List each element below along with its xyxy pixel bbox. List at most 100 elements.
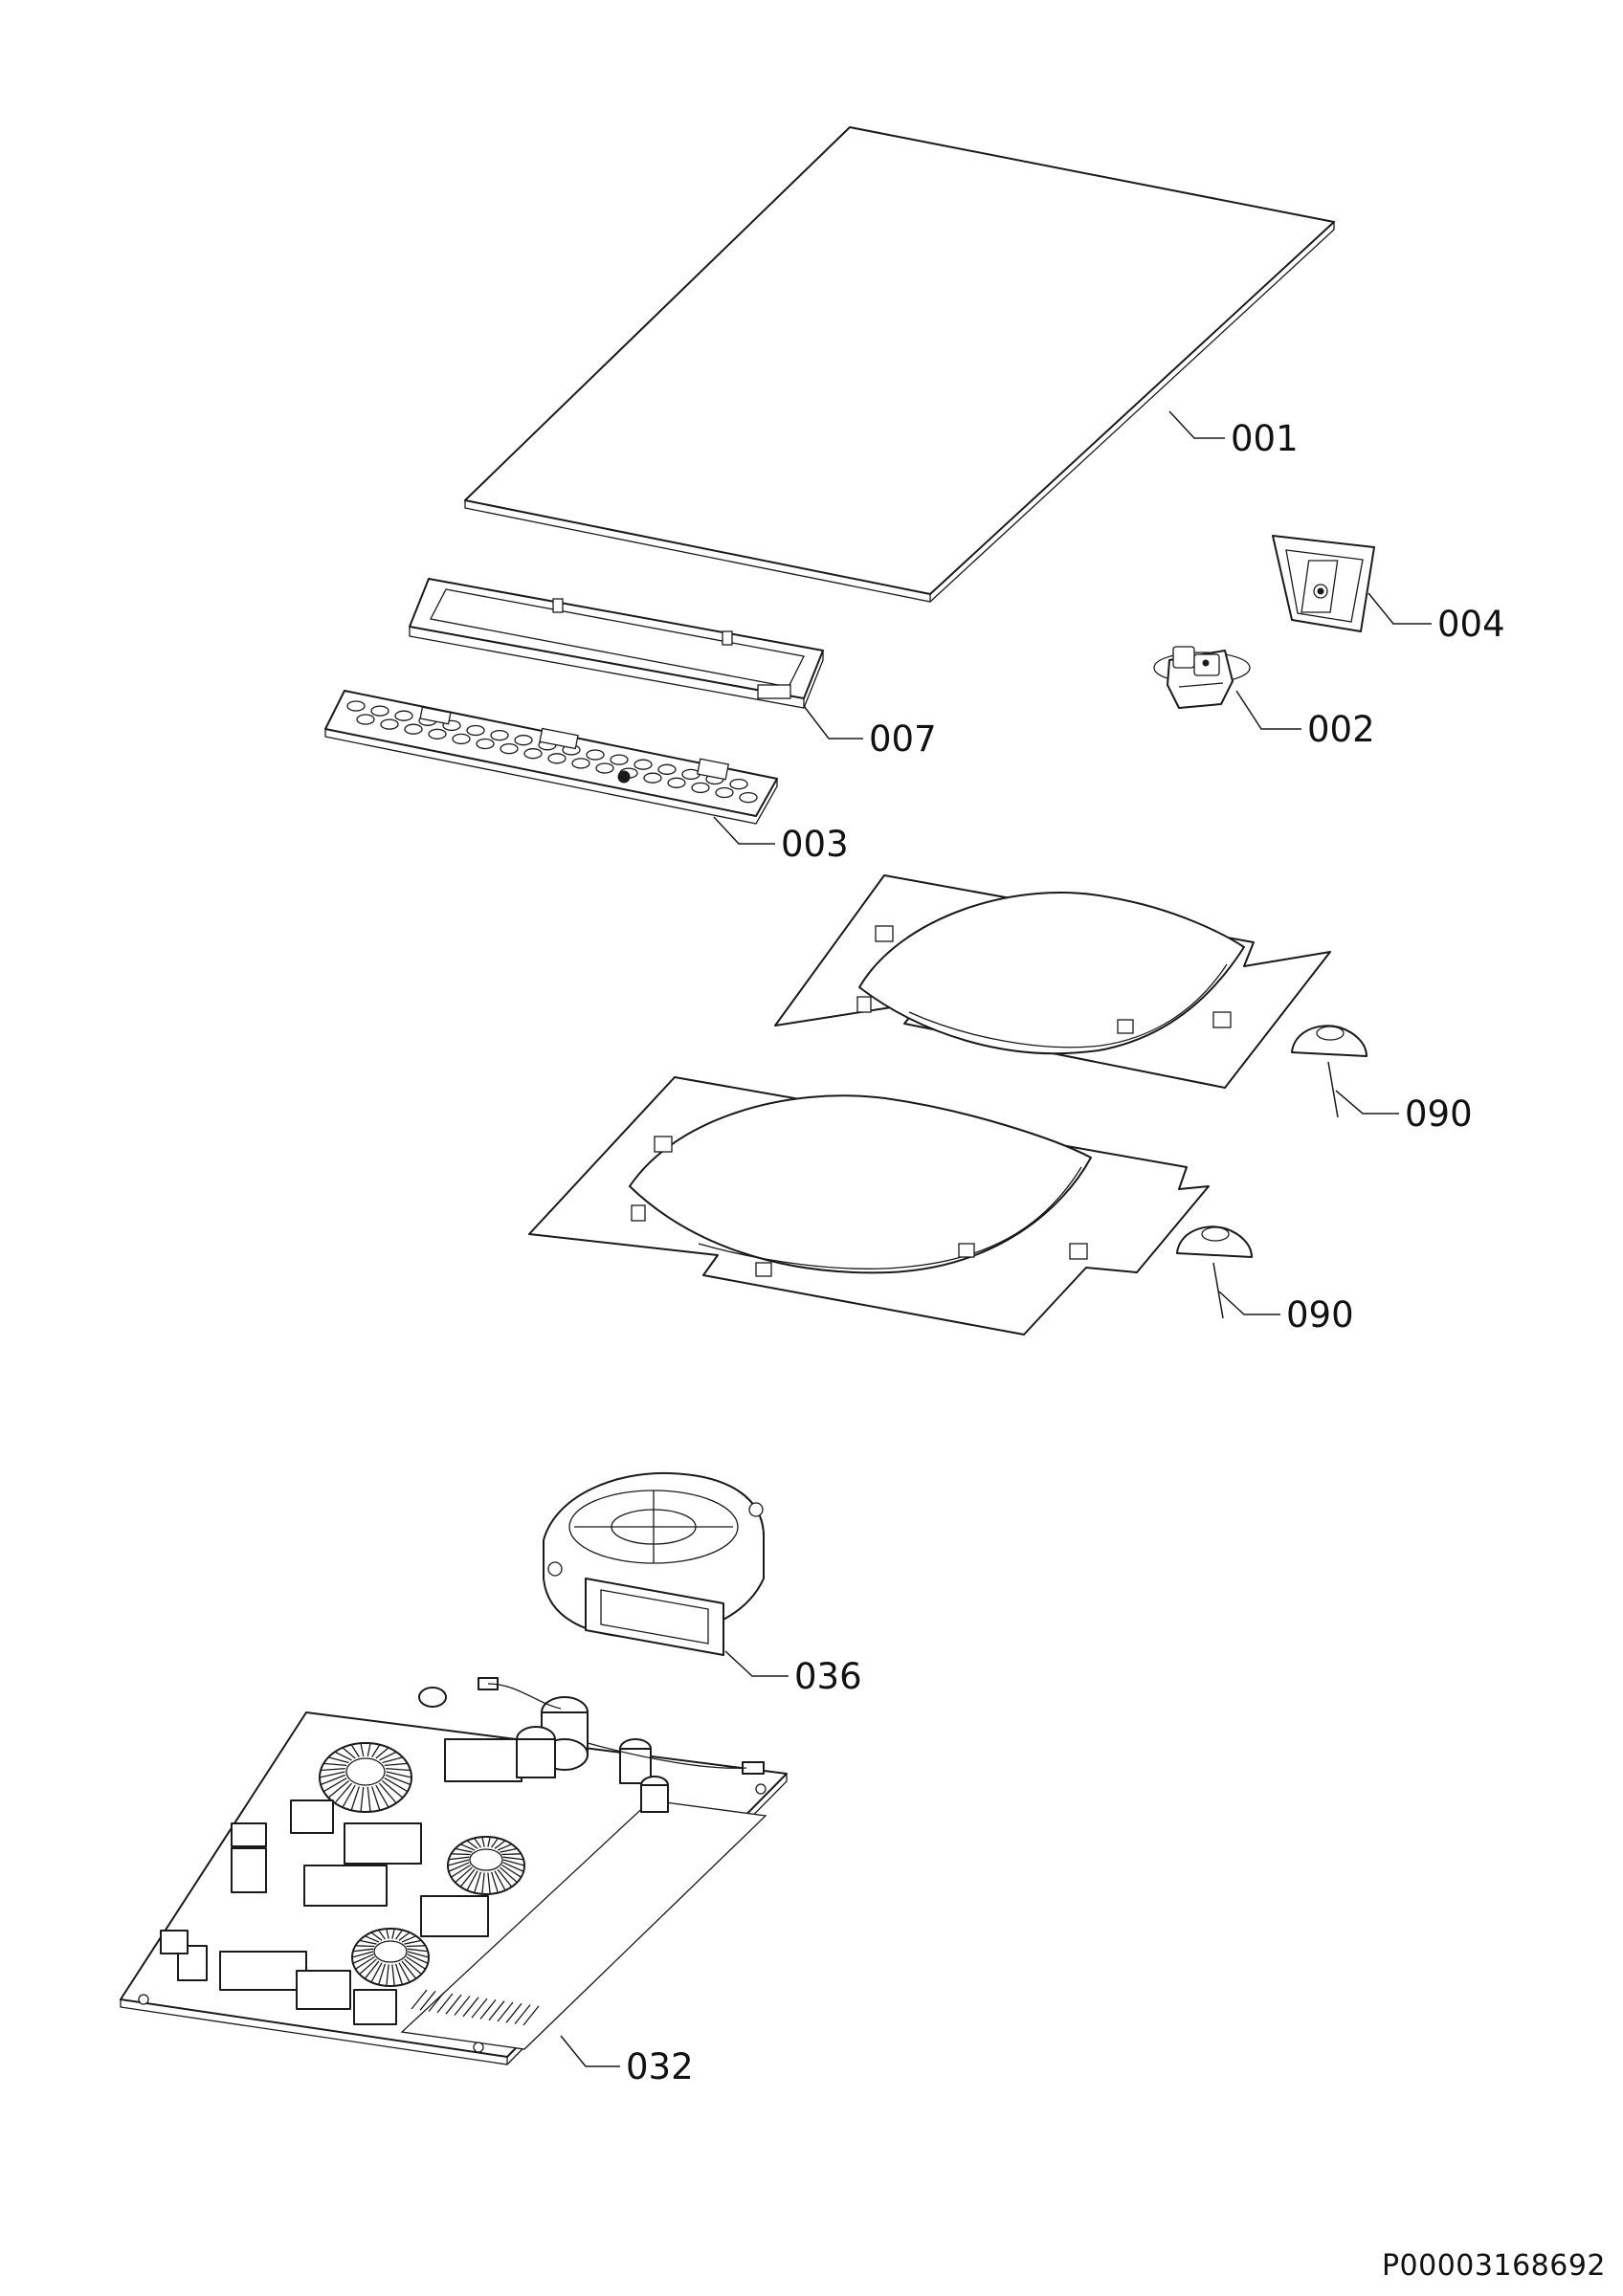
key-pad [547, 753, 567, 764]
heatsink-fin [497, 2001, 514, 2022]
key-pad [370, 705, 389, 717]
coil-winding [447, 1859, 470, 1866]
coil-winding [351, 1951, 374, 1958]
coil-winding [455, 1866, 473, 1884]
coil-winding [459, 1843, 476, 1851]
coil-winding [350, 1744, 360, 1757]
key-pad [452, 733, 471, 745]
coil-winding [360, 1787, 365, 1812]
coil-winding [367, 1787, 371, 1812]
coil-winding [319, 1771, 345, 1778]
part-004-bracket [1272, 535, 1375, 632]
coil-winding [502, 1862, 524, 1872]
coil-winding [352, 1948, 374, 1953]
coil-winding [501, 1864, 522, 1878]
key-pad [571, 758, 590, 769]
coil-winding [501, 1853, 522, 1856]
document-id: P00003168692 [1381, 2249, 1606, 2283]
heatsink-fin [411, 1989, 428, 2010]
key-pad [657, 763, 677, 775]
coil-winding [355, 1955, 375, 1970]
coil-winding [342, 1784, 356, 1808]
callout-032: 032 [626, 2046, 694, 2087]
coil-winding [481, 1837, 485, 1847]
callout-004: 004 [1437, 604, 1505, 645]
coil-winding [378, 1782, 397, 1804]
coil-winding [355, 1945, 375, 1948]
coil-winding [342, 1747, 356, 1759]
coil-winding [497, 1843, 513, 1851]
coil-winding [487, 1837, 491, 1847]
coil-winding [386, 1767, 411, 1772]
coil-winding [466, 1840, 478, 1849]
key-pad [586, 749, 605, 761]
coil-winding [407, 1954, 429, 1964]
toroid-coil-2 [447, 1836, 525, 1895]
coil-winding [448, 1856, 470, 1861]
key-pad [500, 742, 519, 755]
coil-winding [398, 1932, 411, 1941]
callout-090-upper: 090 [1405, 1093, 1473, 1135]
coil-winding [320, 1774, 346, 1786]
part-002-clip [1153, 646, 1251, 709]
coil-winding [385, 1774, 411, 1786]
coil-winding [386, 1771, 412, 1778]
coil-winding [350, 1786, 360, 1811]
key-pad [476, 738, 495, 750]
coil-winding [375, 1747, 389, 1759]
heatsink-fin [462, 1997, 479, 2018]
key-pad [715, 786, 734, 799]
key-pad [610, 754, 629, 765]
coil-winding [401, 1935, 417, 1943]
coil-winding [371, 1786, 381, 1811]
coil-winding [406, 1955, 426, 1970]
coil-winding [359, 1939, 377, 1945]
coil-winding [394, 1963, 403, 1985]
induction-coil-plate-upper [774, 874, 1331, 1089]
coil-winding [474, 1871, 482, 1893]
callout-036: 036 [794, 1656, 862, 1697]
callout-labels: 001 004 002 007 003 090 090 036 032 [626, 418, 1505, 2087]
coil-winding [375, 1784, 389, 1808]
coil-winding [401, 1960, 417, 1979]
coil-winding [391, 1964, 395, 1986]
key-pad [380, 718, 399, 730]
coil-winding [386, 1964, 389, 1986]
coil-winding [378, 1930, 386, 1940]
coil-winding [404, 1958, 422, 1976]
key-pad [346, 700, 366, 712]
coil-winding [322, 1777, 347, 1793]
callout-090-lower: 090 [1286, 1294, 1354, 1336]
key-pad [523, 748, 543, 760]
callout-003: 003 [781, 824, 849, 865]
coil-winding [386, 1929, 389, 1939]
coil-winding [459, 1868, 476, 1888]
coil-winding [448, 1862, 470, 1872]
coil-winding [367, 1743, 371, 1757]
coil-winding [502, 1859, 525, 1866]
key-pad [739, 791, 758, 804]
key-pad [667, 777, 686, 788]
coil-winding [371, 1744, 381, 1757]
coil-winding [328, 1756, 349, 1764]
coil-winding [500, 1866, 518, 1884]
part-090-temperature-sensor-upper [1291, 1025, 1367, 1118]
coil-winding [487, 1872, 491, 1894]
part-032-power-board [120, 1677, 788, 2065]
coil-winding [378, 1963, 387, 1985]
heatsink-fin [488, 2000, 505, 2021]
coil-winding [455, 1847, 473, 1853]
key-pad [729, 778, 748, 790]
coil-winding [364, 1960, 380, 1979]
key-pad [466, 724, 485, 737]
heatsink-fin [471, 1998, 488, 2019]
coil-winding [497, 1868, 513, 1888]
toroid-coil-3 [351, 1928, 430, 1987]
coil-winding [382, 1780, 404, 1799]
coil-winding [407, 1948, 429, 1953]
coil-winding [451, 1864, 471, 1878]
heatsink-fin [479, 1998, 497, 2020]
key-pad [634, 759, 653, 770]
key-pad [514, 735, 533, 746]
coil-winding [407, 1951, 430, 1958]
